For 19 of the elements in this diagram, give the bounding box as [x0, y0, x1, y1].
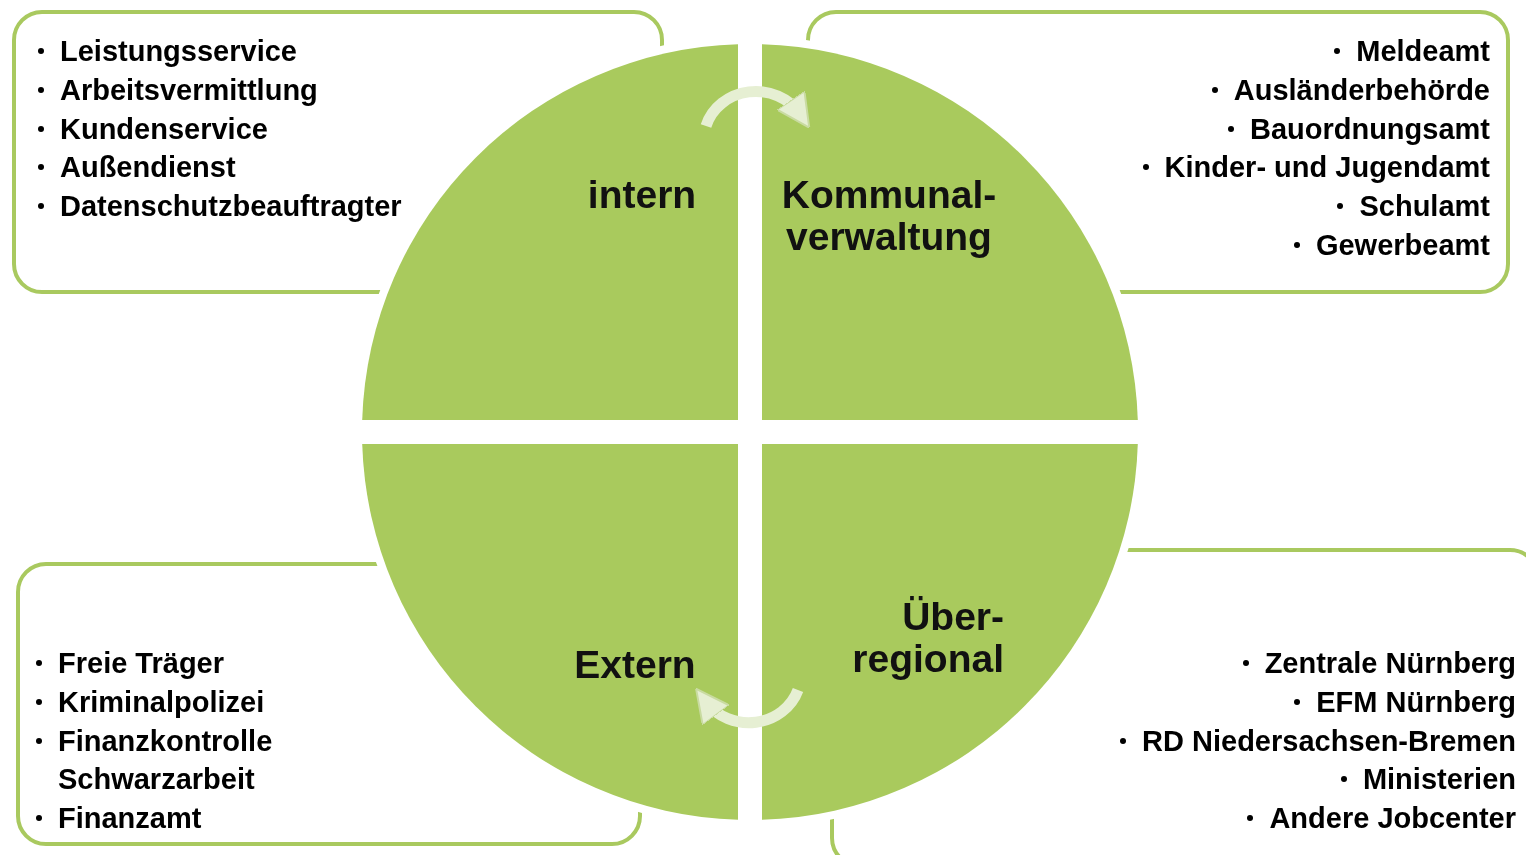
list-item: Gewerbeamt: [1315, 228, 1490, 263]
list-item: Kundenservice: [60, 111, 268, 147]
list-item: Freie Träger: [58, 646, 225, 681]
list-item: Kinder- und Jugendamt: [1164, 150, 1490, 186]
list-item: Finanzkontrolle Schwarzarbeit: [58, 723, 274, 798]
list-item: Meldeamt: [1356, 34, 1490, 69]
cycle-arrow: [694, 687, 804, 729]
list-item: Bauordnungsamt: [1249, 111, 1490, 147]
quadrant-label: Extern: [573, 644, 697, 686]
list-item: Außendienst: [60, 150, 236, 186]
list-item: Finanzamt: [58, 801, 202, 837]
list-item: Kriminalpolizei: [58, 684, 265, 720]
list-item: Leistungsservice: [60, 34, 297, 69]
list-item: Ausländerbehörde: [1233, 72, 1490, 108]
list-item: Schulamt: [1359, 189, 1490, 225]
quadrant-label: Kommunal- verwaltung: [780, 174, 998, 258]
list-item: Arbeitsvermittlung: [60, 72, 318, 108]
quadrant-label: intern: [586, 174, 698, 216]
list-item: Datenschutzbeauftragter: [60, 189, 402, 225]
